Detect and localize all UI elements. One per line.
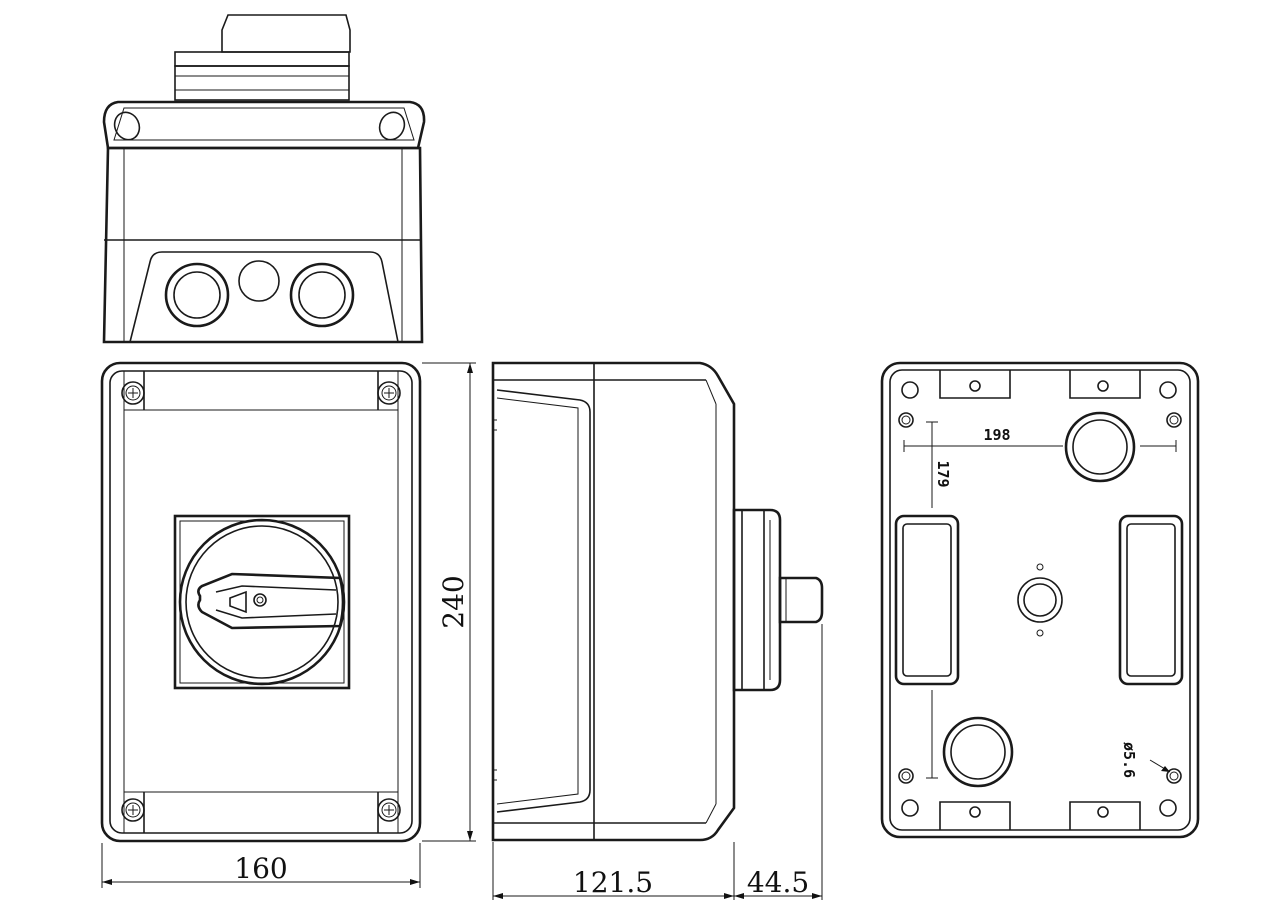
side-enclosure — [491, 361, 736, 842]
top-lid — [102, 100, 426, 150]
back-center-boss — [1017, 577, 1063, 623]
dim-hole-diameter: ø5.6 — [1120, 742, 1138, 778]
back-enclosure — [880, 361, 1200, 839]
top-screw-left — [113, 111, 141, 141]
back-knockout-top — [1064, 411, 1136, 483]
side-collar — [732, 508, 782, 692]
top-gland-plate — [129, 251, 399, 343]
top-gland-left — [164, 262, 230, 328]
front-panel — [123, 409, 399, 793]
back-tab-bottom-right — [1069, 801, 1141, 830]
side-view: 121.5 44.5 — [491, 361, 824, 900]
mount-hole — [1166, 768, 1182, 784]
side-shaft — [778, 576, 824, 624]
back-slot-right — [1118, 514, 1184, 686]
top-collar-base — [174, 65, 350, 101]
back-slot-left — [894, 514, 960, 686]
dim-height: 240 — [437, 575, 470, 628]
top-gland-right — [289, 262, 355, 328]
top-screw-right — [378, 111, 406, 141]
back-corner-hole — [901, 381, 919, 399]
dim-depth-body: 121.5 — [573, 866, 653, 899]
top-collar — [174, 51, 350, 67]
dim-mount-horizontal: 198 — [983, 426, 1010, 444]
dim-depth-handle: 44.5 — [747, 866, 809, 899]
top-body — [102, 146, 424, 344]
front-screw-br — [377, 798, 401, 822]
top-view — [102, 14, 426, 344]
dim-width: 160 — [234, 852, 287, 885]
knob-pin — [253, 593, 267, 607]
front-enclosure — [100, 361, 422, 843]
top-gland-center — [238, 260, 280, 302]
top-handle — [221, 14, 351, 53]
dim-mount-vertical: 179 — [934, 460, 952, 487]
front-screw-tr — [377, 381, 401, 405]
front-screw-bl — [121, 798, 145, 822]
knob-handle — [197, 572, 345, 630]
back-tab-bottom-left — [939, 801, 1011, 830]
front-view: 160 240 — [100, 361, 476, 888]
front-screw-tl — [121, 381, 145, 405]
back-tab-top-left — [939, 370, 1011, 399]
back-view: 198 179 ø5.6 — [880, 361, 1200, 839]
back-tab-top-right — [1069, 370, 1141, 399]
back-knockout-bottom — [942, 716, 1014, 788]
side-lid-edge — [496, 389, 591, 813]
switch-plate — [173, 514, 351, 690]
